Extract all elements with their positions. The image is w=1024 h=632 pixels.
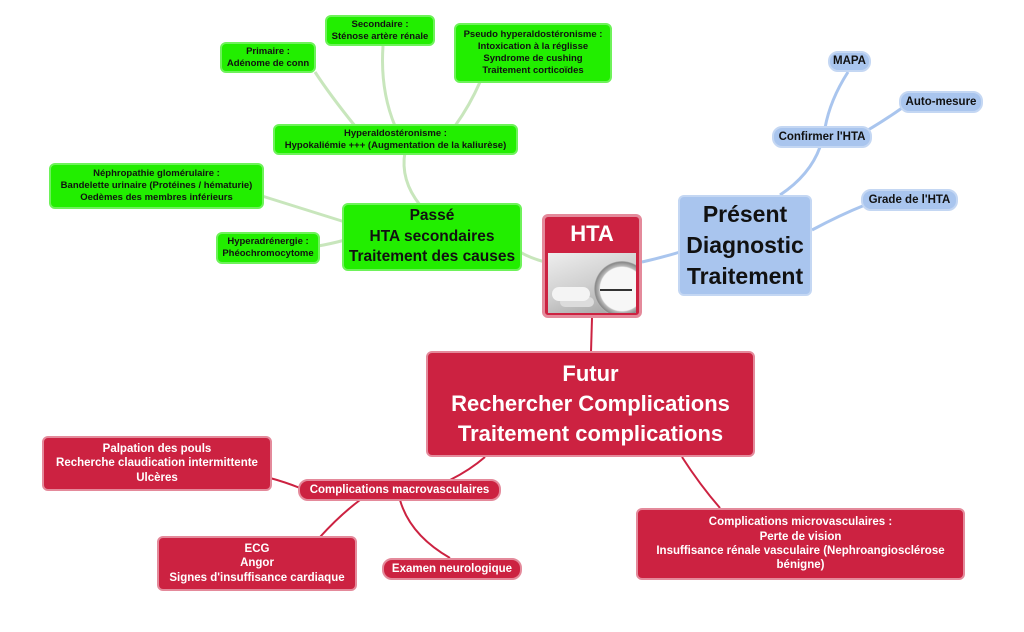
blood-pressure-gauge-image [548,253,636,313]
node-past[interactable]: Passé HTA secondaires Traitement des cau… [342,203,522,271]
gauge-needle [600,289,632,291]
node-line: Syndrome de cushing [483,53,583,64]
link-hta-present [641,250,681,264]
link-past-nephro [261,194,346,224]
node-line: bénigne) [776,559,825,572]
node-line: Bandelette urinaire (Protéines / hématur… [60,180,253,192]
node-line: Complications macrovasculaires [309,483,490,496]
link-macro-palpation [269,477,301,489]
node-line: Traitement corticoïdes [482,64,584,76]
node-palpation[interactable]: Palpation des pouls Recherche claudicati… [42,436,272,491]
node-past-line: Passé [409,206,455,224]
link-hta-future [590,317,593,353]
node-line: Phéochromocytome [222,248,314,259]
node-hyperadrenergie[interactable]: Hyperadrénergie : Phéochromocytome [216,232,320,264]
node-primaire[interactable]: Primaire : Adénome de conn [220,42,316,73]
node-line: Secondaire : [351,18,409,30]
node-ecg[interactable]: ECG Angor Signes d'insuffisance cardiaqu… [157,536,357,591]
node-line: Auto-mesure [905,95,977,108]
node-secondaire[interactable]: Secondaire : Sténose artère rénale [325,15,435,46]
link-future-macro [449,456,486,481]
node-line: Intoxication à la réglisse [477,41,589,53]
node-examen-neurologique[interactable]: Examen neurologique [382,558,522,580]
node-complications-macrovasculaires[interactable]: Complications macrovasculaires [298,479,501,501]
node-grade-hta[interactable]: Grade de l'HTA [861,189,958,211]
link-past-hyperadren [317,238,346,248]
link-hyperaldo-secondaire [381,45,397,127]
present-links [641,71,903,264]
node-line: MAPA [832,55,866,68]
node-future[interactable]: Futur Rechercher Complications Traitemen… [426,351,755,457]
node-pseudo-hyperaldosteronisme[interactable]: Pseudo hyperaldostéronisme : Intoxicatio… [454,23,612,83]
central-node-title: HTA [570,221,614,246]
link-macro-ecg [319,499,361,538]
node-complications-microvasculaires[interactable]: Complications microvasculaires : Perte d… [636,508,965,580]
node-line: Rechercher Complications [451,391,730,417]
link-present-confirm [779,146,822,197]
gauge-shape [594,261,636,313]
link-future-micro [681,456,721,509]
node-line: Oedèmes des membres inférieurs [80,191,233,203]
past-links [261,45,546,264]
link-hyperaldo-pseudo [453,81,482,127]
node-line: Hypokaliémie +++ (Augmentation de la kal… [284,139,507,151]
node-line: Sténose artère rénale [331,30,429,42]
node-line: Recherche claudication intermittente [56,457,258,470]
node-line: Présent [702,200,788,227]
node-line: Traitement complications [457,420,724,446]
node-line: Néphropathie glomérulaire : [93,168,220,180]
node-line: Primaire : [246,45,290,57]
node-line: Angor [240,557,274,570]
link-present-grade [811,203,866,232]
node-line: Diagnostic [686,231,804,258]
node-line: Hyperadrénergie : [227,236,309,248]
node-mapa[interactable]: MAPA [828,51,871,72]
central-node-hta[interactable]: HTA [542,214,642,318]
node-line: Futur [562,361,619,387]
node-line: Grade de l'HTA [868,193,951,206]
node-line: Examen neurologique [391,562,513,575]
node-past-line: Traitement des causes [348,248,516,266]
node-confirmer-hta[interactable]: Confirmer l'HTA [772,126,872,148]
node-line: Signes d'insuffisance cardiaque [169,571,345,584]
node-line: Palpation des pouls [102,442,212,455]
node-nephropathie[interactable]: Néphropathie glomérulaire : Bandelette u… [49,163,264,209]
link-macro-neuro [399,499,451,559]
node-auto-mesure[interactable]: Auto-mesure [899,91,983,113]
link-hyperaldo-primaire [313,71,357,127]
link-confirm-auto [867,106,903,132]
node-line: Complications microvasculaires : [708,516,893,529]
node-line: Adénome de conn [226,57,310,69]
node-line: Hyperaldostéronisme : [344,127,447,139]
node-line: Ulcères [136,471,178,484]
node-hyperaldosteronisme[interactable]: Hyperaldostéronisme : Hypokaliémie +++ (… [273,124,518,155]
node-line: Perte de vision [759,530,842,543]
link-confirm-mapa [823,71,850,129]
node-past-line: HTA secondaires [369,227,495,245]
node-line: Pseudo hyperaldostéronisme : [463,29,603,41]
future-links [269,317,721,559]
node-line: ECG [244,542,270,555]
pills-shape [552,287,590,301]
link-past-hyperaldo [402,151,422,206]
node-line: Insuffisance rénale vasculaire (Nephroan… [656,545,945,557]
node-line: Traitement [686,263,804,290]
node-line: Confirmer l'HTA [778,130,866,143]
node-present[interactable]: Présent Diagnostic Traitement [678,195,812,296]
